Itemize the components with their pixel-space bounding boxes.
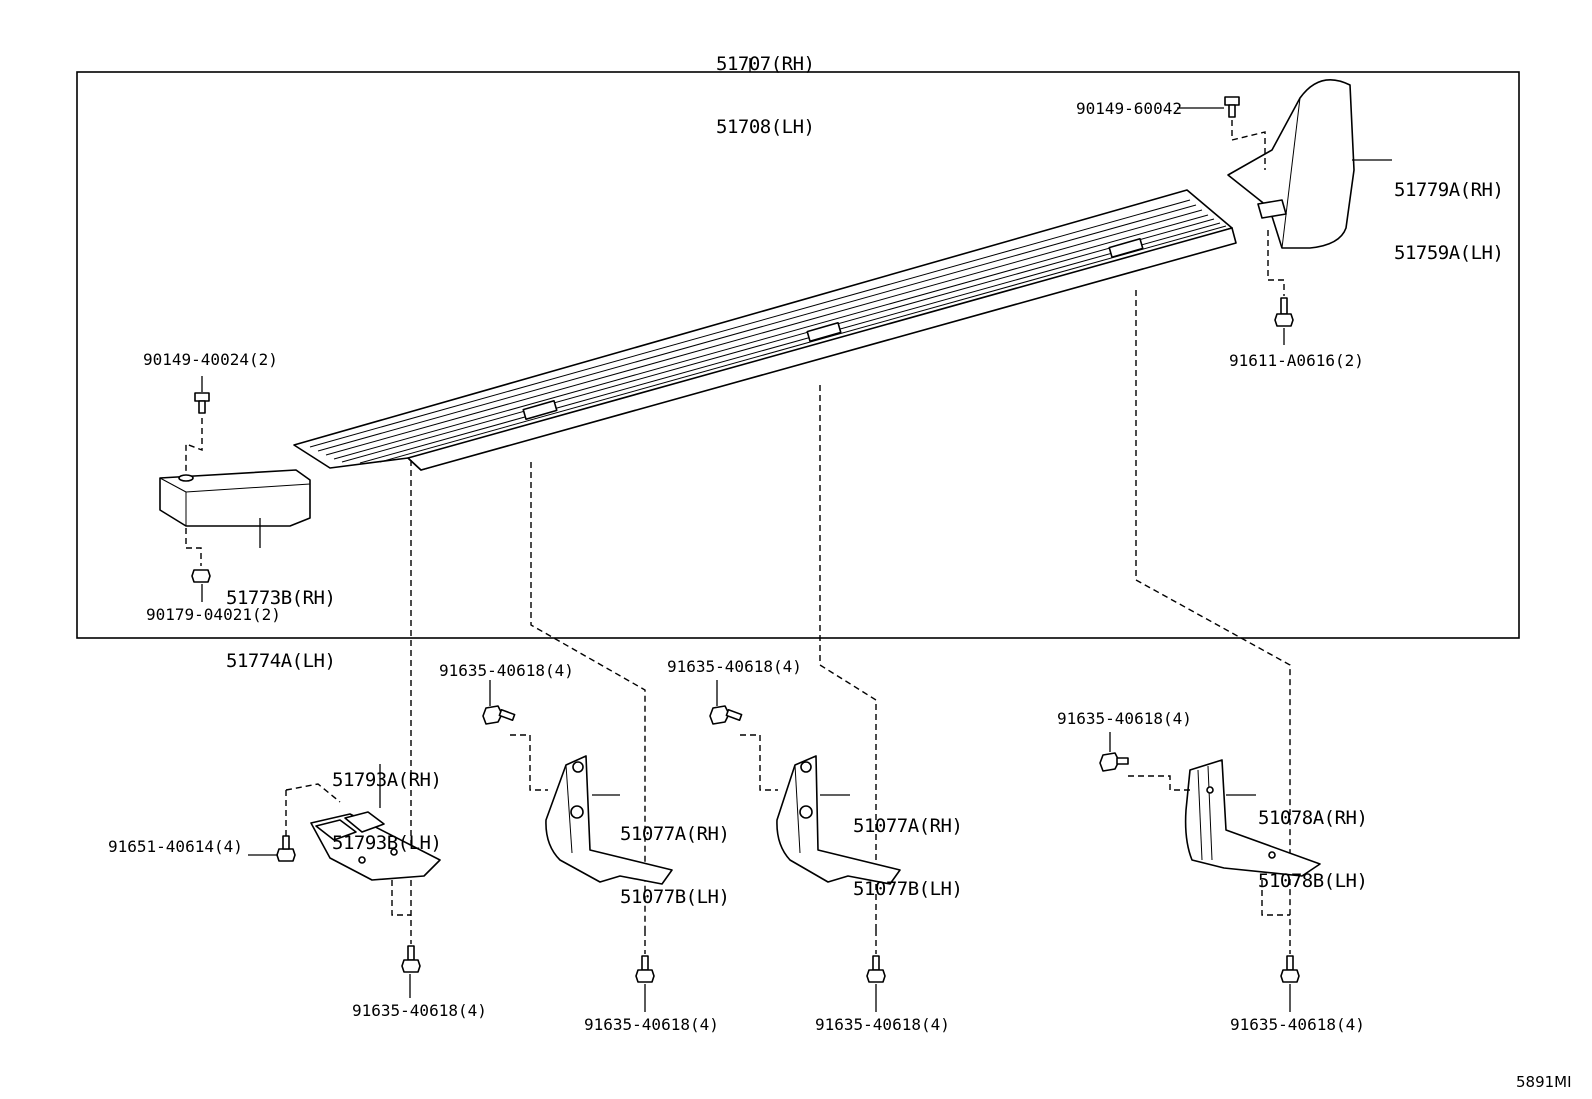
front-bracket-lh: 51793B(LH) (332, 832, 442, 854)
rear-cap-bolt-label: 91611-A0616(2) (1229, 351, 1364, 370)
rear-cap-bolt-icon (1274, 297, 1294, 327)
front-bracket-side-bolt-label: 91651-40614(4) (108, 837, 243, 856)
rear-cap-screw-icon (1224, 96, 1240, 118)
mid-bracket-2-bottom-bolt-icon (866, 955, 886, 983)
rear-bracket-part[interactable] (1184, 759, 1321, 877)
running-board-part[interactable] (293, 189, 1237, 471)
front-bracket-label: 51793A(RH) 51793B(LH) (332, 728, 442, 875)
mid-bracket-1-part[interactable] (545, 755, 673, 885)
front-cap-nut-icon (191, 569, 211, 583)
front-bracket-rh: 51793A(RH) (332, 769, 442, 791)
mid-bracket-2-rh: 51077A(RH) (853, 815, 963, 837)
running-board-rh: 51707(RH) (716, 53, 815, 75)
mid-bracket-2-label: 51077A(RH) 51077B(LH) (853, 774, 963, 921)
front-cap-nut-label: 90179-04021(2) (146, 605, 281, 624)
rear-end-cap-label: 51779A(RH) 51759A(LH) (1394, 138, 1504, 285)
mid-bracket-2-part[interactable] (776, 755, 901, 885)
rear-bracket-lh: 51078B(LH) (1258, 870, 1368, 892)
rear-end-cap-lh: 51759A(LH) (1394, 242, 1504, 264)
rear-bracket-label: 51078A(RH) 51078B(LH) (1258, 766, 1368, 913)
rear-bracket-bottom-bolt-icon (1280, 955, 1300, 983)
front-bracket-bottom-bolt-label: 91635-40618(4) (352, 1001, 487, 1020)
front-end-cap-lh: 51774A(LH) (226, 650, 336, 672)
front-bracket-bottom-bolt-icon (401, 945, 421, 973)
rear-bracket-side-bolt-icon (1099, 752, 1129, 772)
mid-bracket-2-top-bolt-label: 91635-40618(4) (667, 657, 802, 676)
front-cap-screw-label: 90149-40024(2) (143, 350, 278, 369)
rear-bracket-side-bolt-label: 91635-40618(4) (1057, 709, 1192, 728)
front-end-cap-part[interactable] (159, 469, 311, 527)
mid-bracket-1-bottom-bolt-icon (635, 955, 655, 983)
front-end-cap-label: 51773B(RH) 51774A(LH) (226, 546, 336, 693)
mid-bracket-1-top-bolt-label: 91635-40618(4) (439, 661, 574, 680)
mid-bracket-2-bottom-bolt-label: 91635-40618(4) (815, 1015, 950, 1034)
front-bracket-side-bolt-icon (276, 835, 296, 862)
mid-bracket-2-top-bolt-icon (709, 705, 743, 725)
front-end-cap-rh: 51773B(RH) (226, 587, 336, 609)
mid-bracket-1-lh: 51077B(LH) (620, 886, 730, 908)
running-board-label: 51707(RH) 51708(LH) (716, 12, 815, 159)
front-bracket-part[interactable] (310, 811, 441, 881)
rear-end-cap-rh: 51779A(RH) (1394, 179, 1504, 201)
rear-bracket-rh: 51078A(RH) (1258, 807, 1368, 829)
running-board-lh: 51708(LH) (716, 116, 815, 138)
rear-end-cap-part[interactable] (1227, 78, 1355, 249)
mid-bracket-2-lh: 51077B(LH) (853, 878, 963, 900)
assembly-frame (76, 71, 1520, 639)
mid-bracket-1-top-bolt-icon (482, 705, 516, 725)
figure-code: 5891MI (1516, 1073, 1572, 1091)
mid-bracket-1-rh: 51077A(RH) (620, 823, 730, 845)
front-cap-screw-icon (194, 392, 210, 414)
mid-bracket-1-label: 51077A(RH) 51077B(LH) (620, 782, 730, 929)
rear-cap-screw-label: 90149-60042 (1076, 99, 1182, 118)
mid-bracket-1-bottom-bolt-label: 91635-40618(4) (584, 1015, 719, 1034)
rear-bracket-bottom-bolt-label: 91635-40618(4) (1230, 1015, 1365, 1034)
